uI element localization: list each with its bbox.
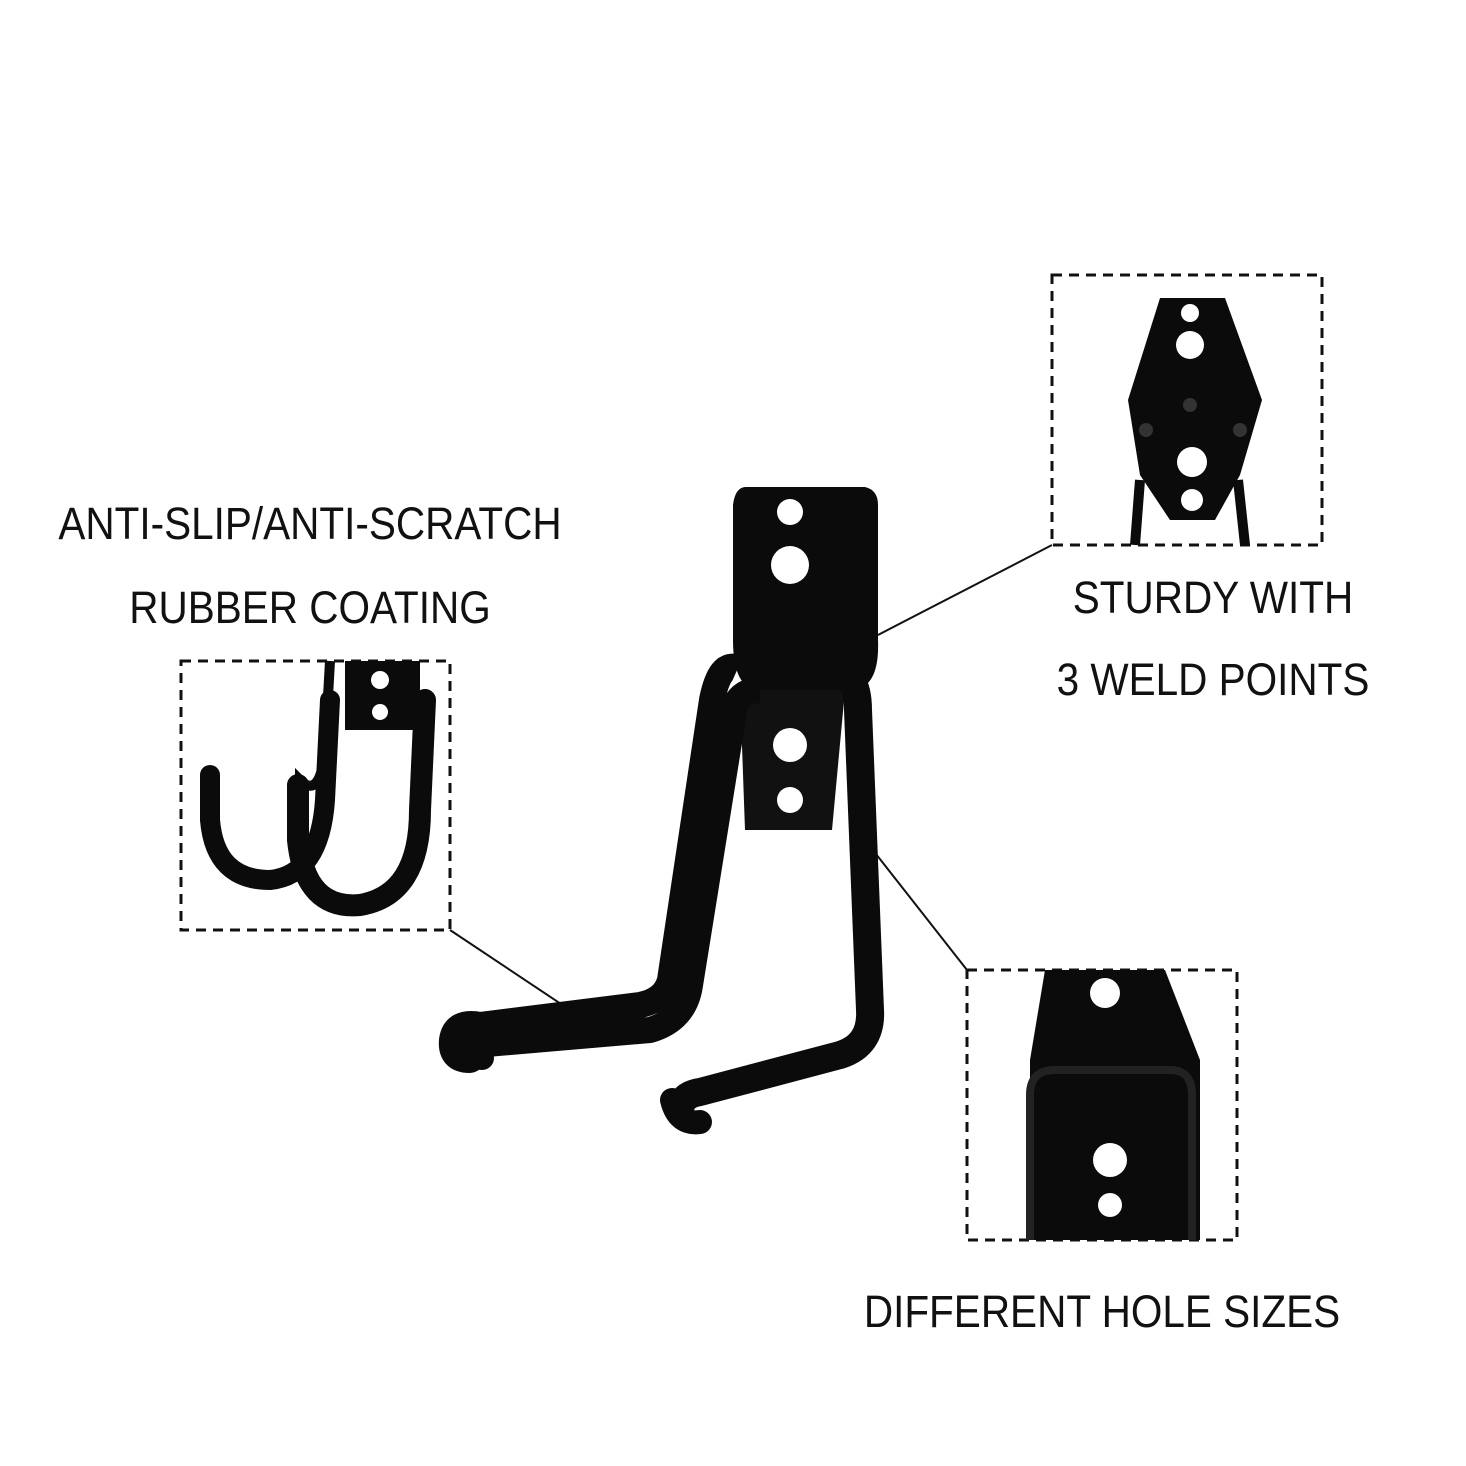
coating-label-line1: ANTI-SLIP/ANTI-SCRATCH (58, 498, 562, 549)
holes-label: DIFFERENT HOLE SIZES (863, 1286, 1341, 1337)
detail-box-coating (179, 659, 452, 932)
detail-box-weld (1050, 273, 1324, 547)
weld-label-line1: STURDY WITH (1072, 572, 1354, 623)
weld-label-line2: 3 WELD POINTS (1056, 654, 1370, 705)
leader-line-holes (864, 839, 968, 971)
coating-label-line2: RUBBER COATING (129, 582, 491, 633)
detail-box-holes (965, 968, 1239, 1242)
main-hook (438, 487, 885, 1135)
leader-line-weld (877, 544, 1053, 636)
